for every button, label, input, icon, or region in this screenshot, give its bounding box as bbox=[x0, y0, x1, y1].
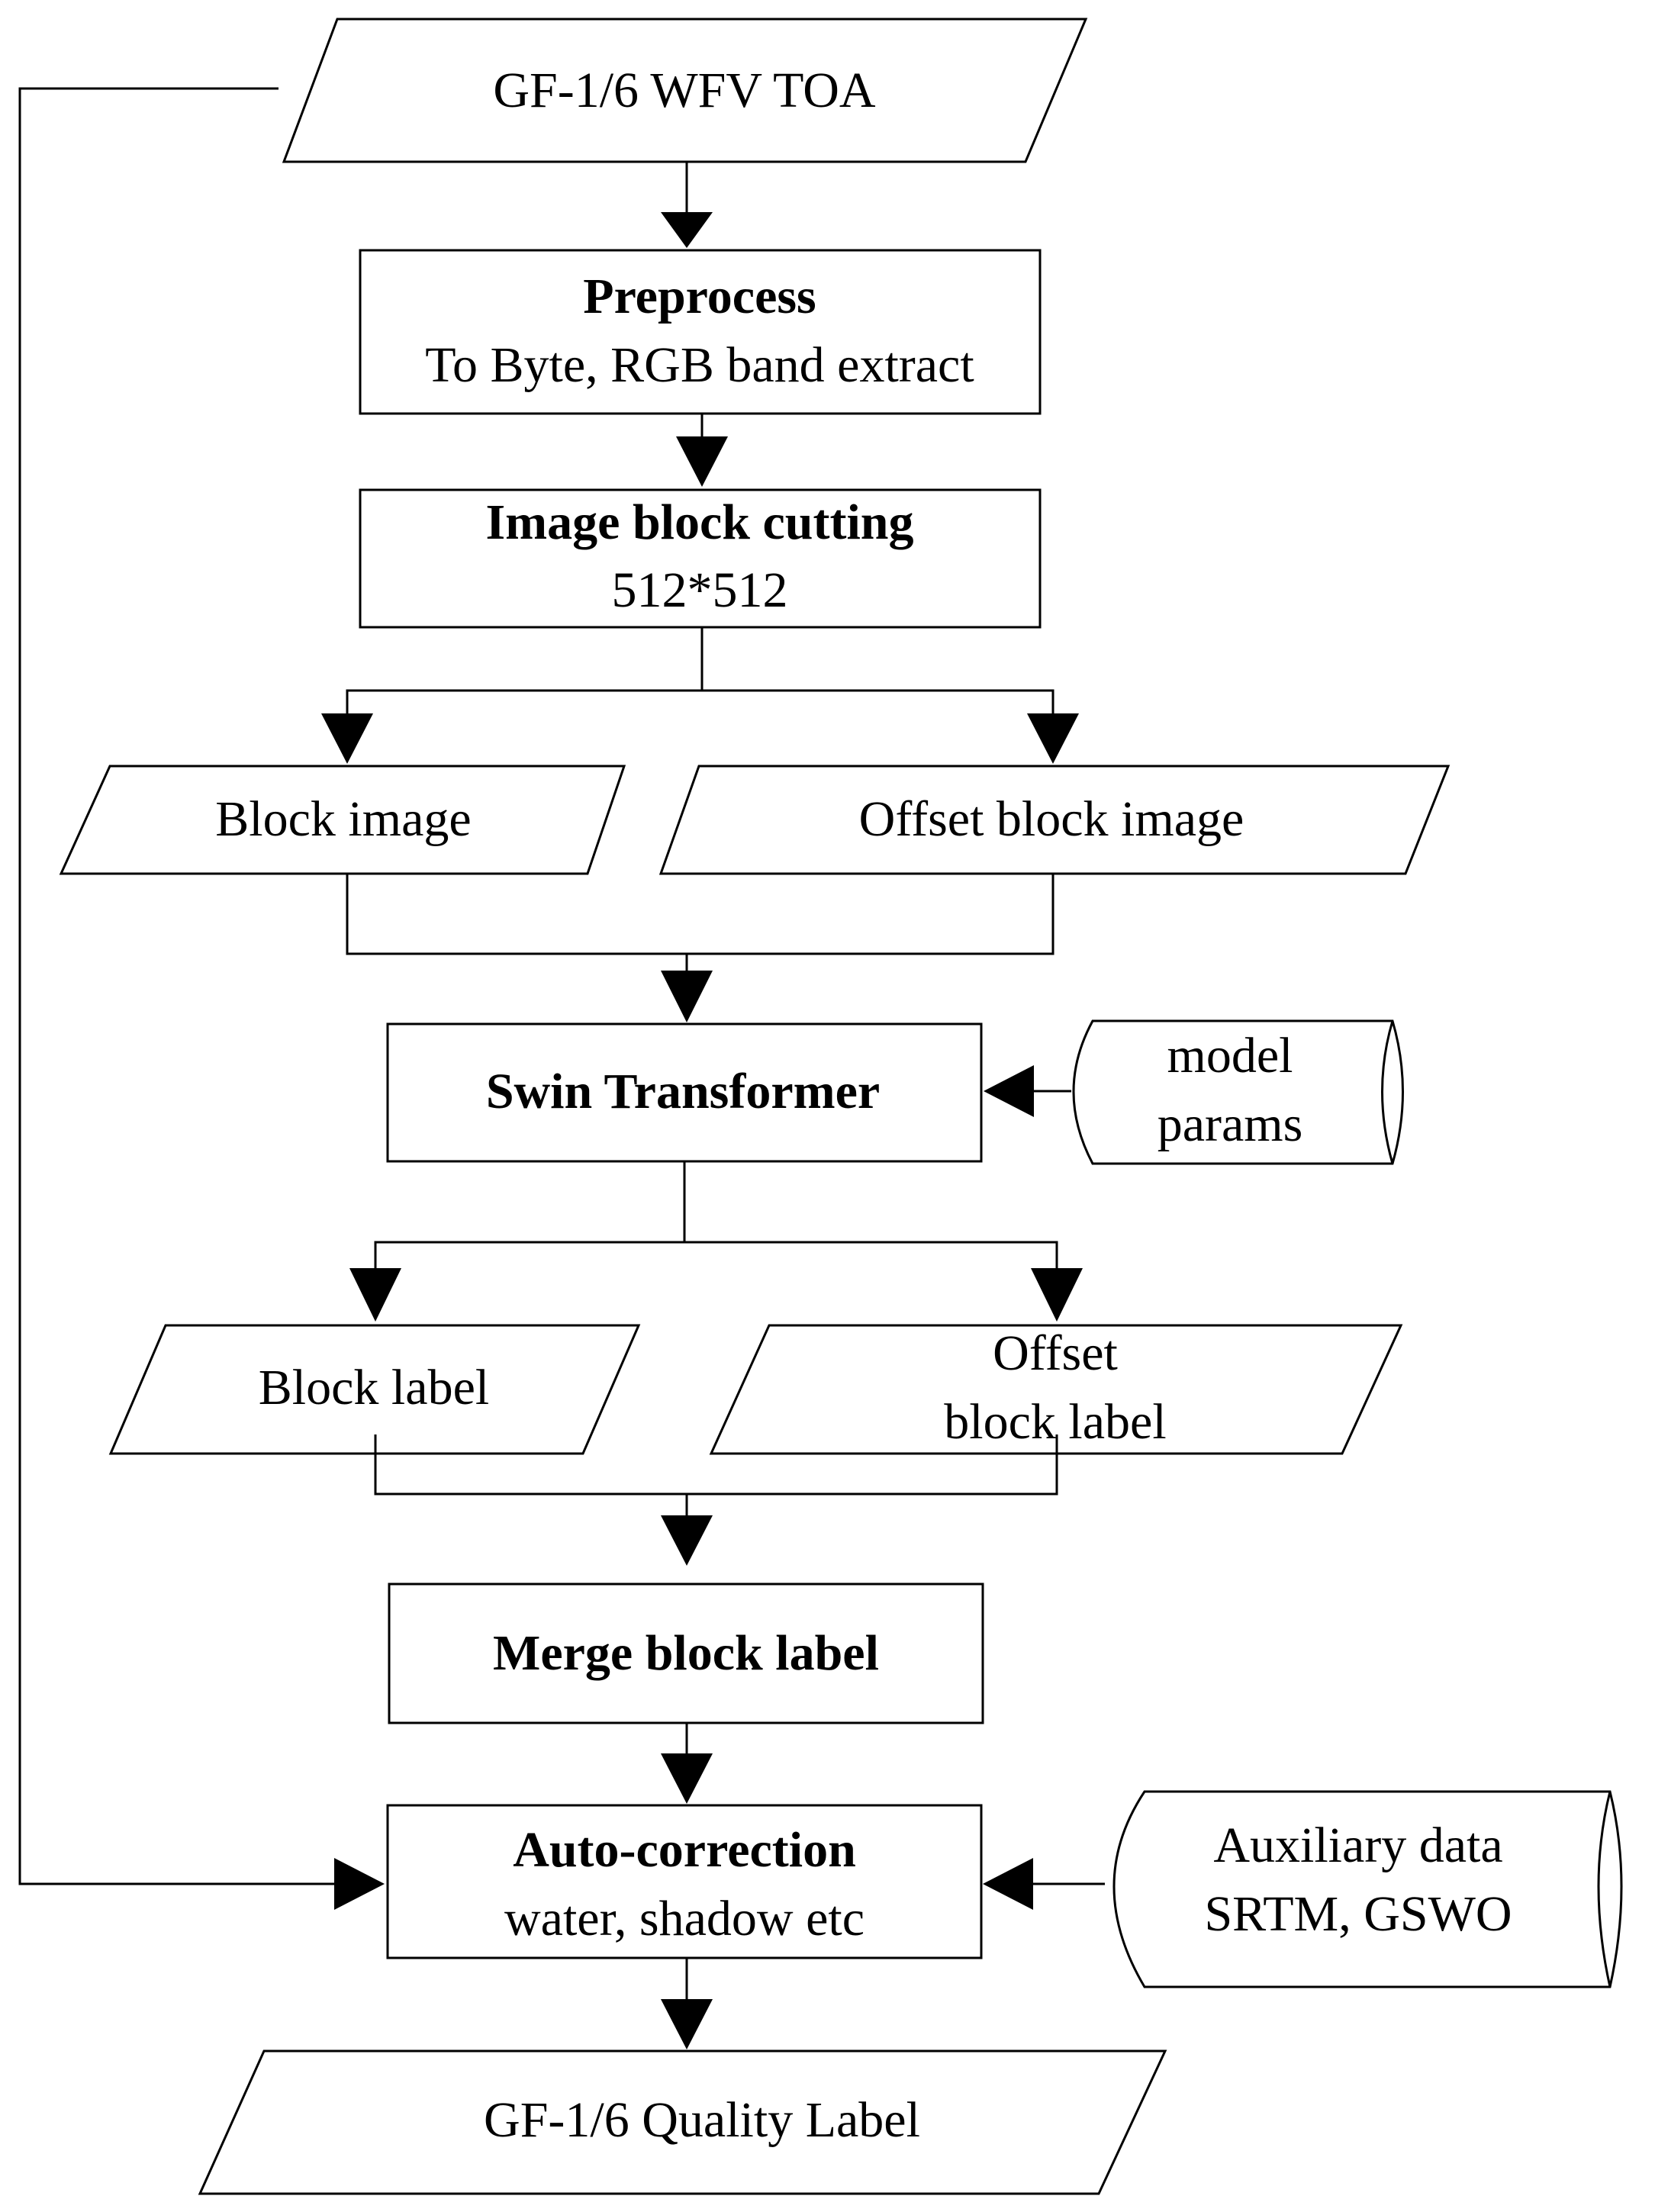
node-block-image: Block image bbox=[59, 765, 626, 875]
edge-swin-split-right bbox=[684, 1241, 1058, 1268]
auto-correction-title: Auto-correction bbox=[513, 1822, 856, 1878]
node-auto-correction: Auto-correction water, shadow etc bbox=[386, 1804, 983, 1959]
arrowhead-merge-label bbox=[661, 1515, 713, 1566]
edge-toa-feedback bbox=[18, 87, 334, 1885]
model-params-line2: params bbox=[1158, 1096, 1303, 1152]
node-quality-label: GF-1/6 Quality Label bbox=[198, 2049, 1167, 2195]
arrowhead-block-label bbox=[349, 1268, 401, 1322]
node-swin-transformer: Swin Transformer bbox=[386, 1022, 983, 1163]
edge-images-merge bbox=[346, 874, 1054, 955]
connectors bbox=[18, 87, 1105, 2049]
arrowhead-offset-block-label bbox=[1031, 1268, 1083, 1322]
edge-swin-split bbox=[374, 1161, 686, 1268]
arrowhead-params bbox=[984, 1065, 1034, 1117]
block-cutting-title: Image block cutting bbox=[486, 494, 914, 550]
node-block-cutting: Image block cutting 512*512 bbox=[359, 488, 1042, 629]
offset-block-label-line1: Offset bbox=[993, 1325, 1118, 1381]
arrowhead-quality bbox=[661, 1999, 713, 2049]
arrowhead-swin bbox=[661, 971, 713, 1022]
node-preprocess: Preprocess To Byte, RGB band extract bbox=[359, 249, 1042, 415]
auxiliary-data-line1: Auxiliary data bbox=[1213, 1818, 1502, 1873]
block-label-text: Block label bbox=[259, 1360, 489, 1415]
offset-block-label-line2: block label bbox=[944, 1394, 1166, 1450]
arrowhead-offset-block-image bbox=[1027, 713, 1079, 764]
node-merge-block-label: Merge block label bbox=[388, 1583, 984, 1724]
auxiliary-data-line2: SRTM, GSWO bbox=[1204, 1886, 1512, 1942]
arrowhead-cutting bbox=[676, 436, 728, 487]
offset-block-image-text: Offset block image bbox=[859, 791, 1244, 847]
quality-label-text: GF-1/6 Quality Label bbox=[484, 2092, 920, 2148]
arrowhead-autocorrect bbox=[661, 1753, 713, 1804]
edge-cutting-split-right bbox=[702, 689, 1054, 713]
node-model-params: model params bbox=[1072, 1019, 1404, 1165]
node-auxiliary-data: Auxiliary data SRTM, GSWO bbox=[1112, 1790, 1623, 1988]
preprocess-title: Preprocess bbox=[583, 269, 816, 324]
arrowhead-feedback bbox=[334, 1858, 385, 1910]
arrowhead-preprocess bbox=[661, 212, 713, 248]
node-block-label: Block label bbox=[108, 1324, 641, 1455]
arrowhead-block-image bbox=[321, 713, 373, 764]
block-cutting-subtitle: 512*512 bbox=[612, 562, 788, 618]
node-input-toa: GF-1/6 WFV TOA bbox=[282, 18, 1088, 163]
node-offset-block-label: Offset block label bbox=[709, 1324, 1403, 1455]
input-toa-text: GF-1/6 WFV TOA bbox=[493, 63, 876, 118]
preprocess-subtitle: To Byte, RGB band extract bbox=[425, 337, 974, 393]
node-offset-block-image: Offset block image bbox=[658, 765, 1451, 875]
edge-cutting-split bbox=[346, 627, 704, 713]
block-image-text: Block image bbox=[215, 791, 471, 847]
auto-correction-subtitle: water, shadow etc bbox=[504, 1891, 865, 1946]
merge-block-label-title: Merge block label bbox=[493, 1625, 879, 1681]
model-params-line1: model bbox=[1167, 1028, 1293, 1083]
swin-transformer-title: Swin Transformer bbox=[486, 1064, 880, 1119]
arrowhead-aux bbox=[983, 1858, 1033, 1910]
